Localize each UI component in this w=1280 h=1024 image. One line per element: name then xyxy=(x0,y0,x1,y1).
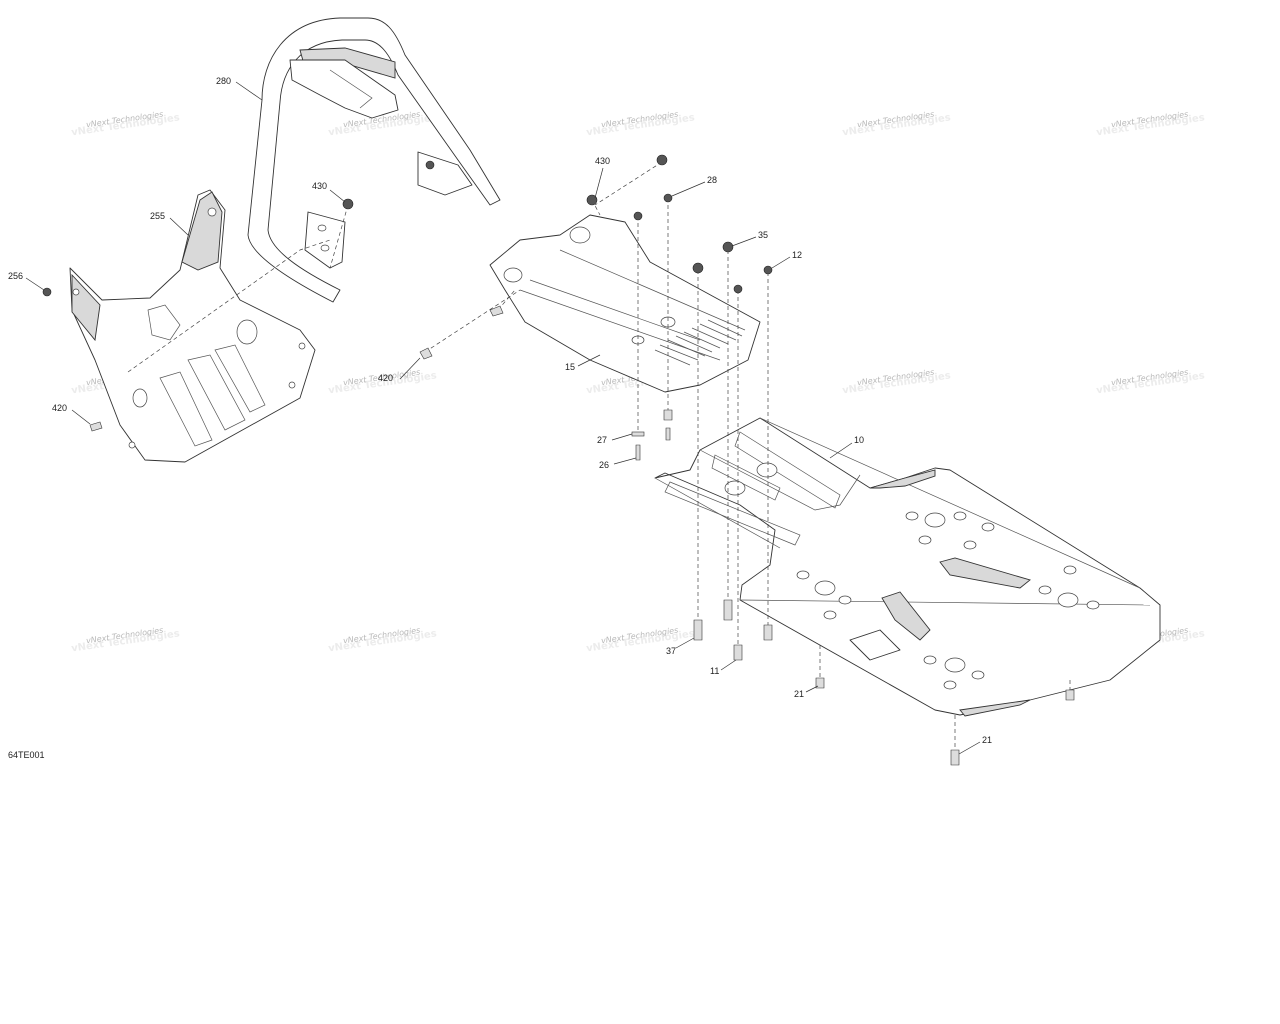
callout-28: 28 xyxy=(707,175,717,185)
assembly-lines xyxy=(127,161,1071,750)
callout-430-left: 430 xyxy=(312,181,327,191)
callout-420-middle: 420 xyxy=(378,373,393,383)
callout-15: 15 xyxy=(565,362,575,372)
callout-26: 26 xyxy=(599,460,609,470)
callout-10: 10 xyxy=(854,435,864,445)
nut-b xyxy=(692,262,704,274)
callout-35: 35 xyxy=(758,230,768,240)
bolt-420-c xyxy=(489,305,504,317)
callout-11: 11 xyxy=(710,666,719,676)
callout-21-a: 21 xyxy=(794,689,804,699)
bolt-21-a xyxy=(815,677,825,689)
callout-labels: 280 255 256 430 420 420 430 28 35 12 15 … xyxy=(8,76,992,760)
callout-280: 280 xyxy=(216,76,231,86)
figure-code: 64TE001 xyxy=(8,750,45,760)
nut-430-b xyxy=(425,160,435,170)
callout-430-right: 430 xyxy=(595,156,610,166)
bolt-f xyxy=(665,427,671,441)
nut-28 xyxy=(663,193,673,203)
nut-c xyxy=(733,284,743,294)
nut-12 xyxy=(763,265,773,275)
nut-430-a xyxy=(342,198,354,210)
part-280-bumper xyxy=(247,17,501,303)
callout-37: 37 xyxy=(666,646,676,656)
nut-430-c xyxy=(586,194,598,206)
bolt-21-b xyxy=(950,749,960,766)
callout-256: 256 xyxy=(8,271,23,281)
vent-slots xyxy=(654,319,743,366)
nut-430-d xyxy=(656,154,668,166)
bolt-37 xyxy=(693,619,703,641)
leader-lines xyxy=(25,81,981,755)
callout-12: 12 xyxy=(792,250,802,260)
nut-256 xyxy=(42,287,52,297)
bolt-e xyxy=(663,409,673,421)
bolt-26 xyxy=(635,444,641,461)
bolt-420-b xyxy=(419,347,433,360)
washer-27 xyxy=(631,431,645,437)
bolt-b xyxy=(723,599,733,621)
callout-27: 27 xyxy=(597,435,607,445)
callout-255: 255 xyxy=(150,211,165,221)
part-15-middle-skid xyxy=(489,214,761,393)
bolt-11 xyxy=(733,644,743,661)
part-10-rear-skid xyxy=(654,417,1161,717)
callout-420-left: 420 xyxy=(52,403,67,413)
bolt-d xyxy=(1065,689,1075,701)
nut-35 xyxy=(722,241,734,253)
nut-a xyxy=(633,211,643,221)
bolt-c xyxy=(763,624,773,641)
callout-21-b: 21 xyxy=(982,735,992,745)
bolt-420-a xyxy=(89,421,103,432)
fasteners xyxy=(42,154,1075,766)
